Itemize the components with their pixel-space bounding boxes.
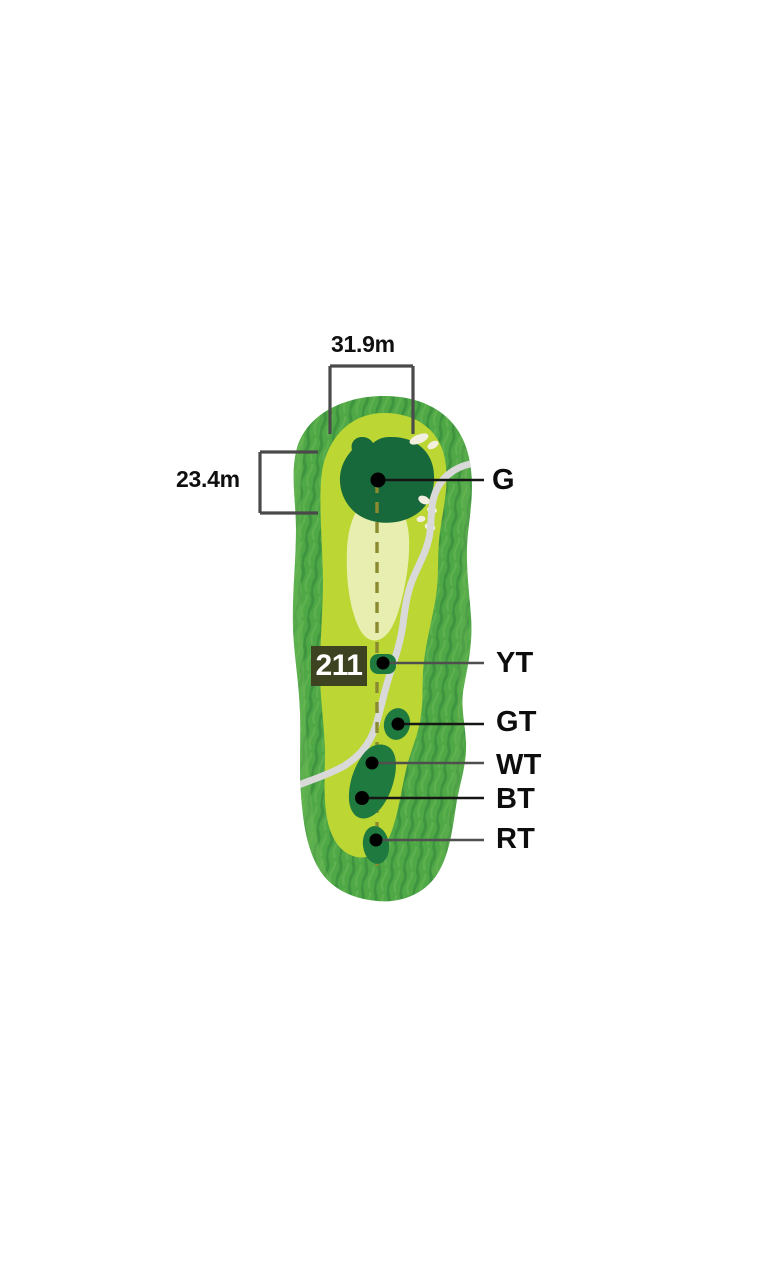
marker-dot-wt [365, 756, 379, 770]
leader-lines [355, 472, 484, 847]
dimension-bracket-top [328, 364, 415, 434]
marker-label-white-tee: WT [496, 749, 542, 781]
marker-dot-yt [376, 656, 390, 670]
marker-dot-bt [355, 791, 369, 805]
marker-label-blue-tee: BT [496, 783, 536, 815]
dimension-label-green-width: 31.9m [331, 331, 395, 357]
marker-dot-gt [391, 717, 405, 731]
marker-dot-rt [369, 833, 383, 847]
marker-label-yellow-tee: YT [496, 647, 534, 679]
marker-label-green: G [492, 464, 515, 496]
yardage-badge-value: 211 [315, 649, 363, 682]
marker-dot-g [370, 472, 386, 488]
marker-label-red-tee: RT [496, 823, 536, 855]
marker-label-gold-tee: GT [496, 706, 537, 738]
dimension-bracket-left [258, 450, 318, 515]
dimension-label-green-depth: 23.4m [176, 466, 240, 492]
cart-path [292, 460, 472, 801]
yardage-badge: 211 [311, 646, 367, 686]
